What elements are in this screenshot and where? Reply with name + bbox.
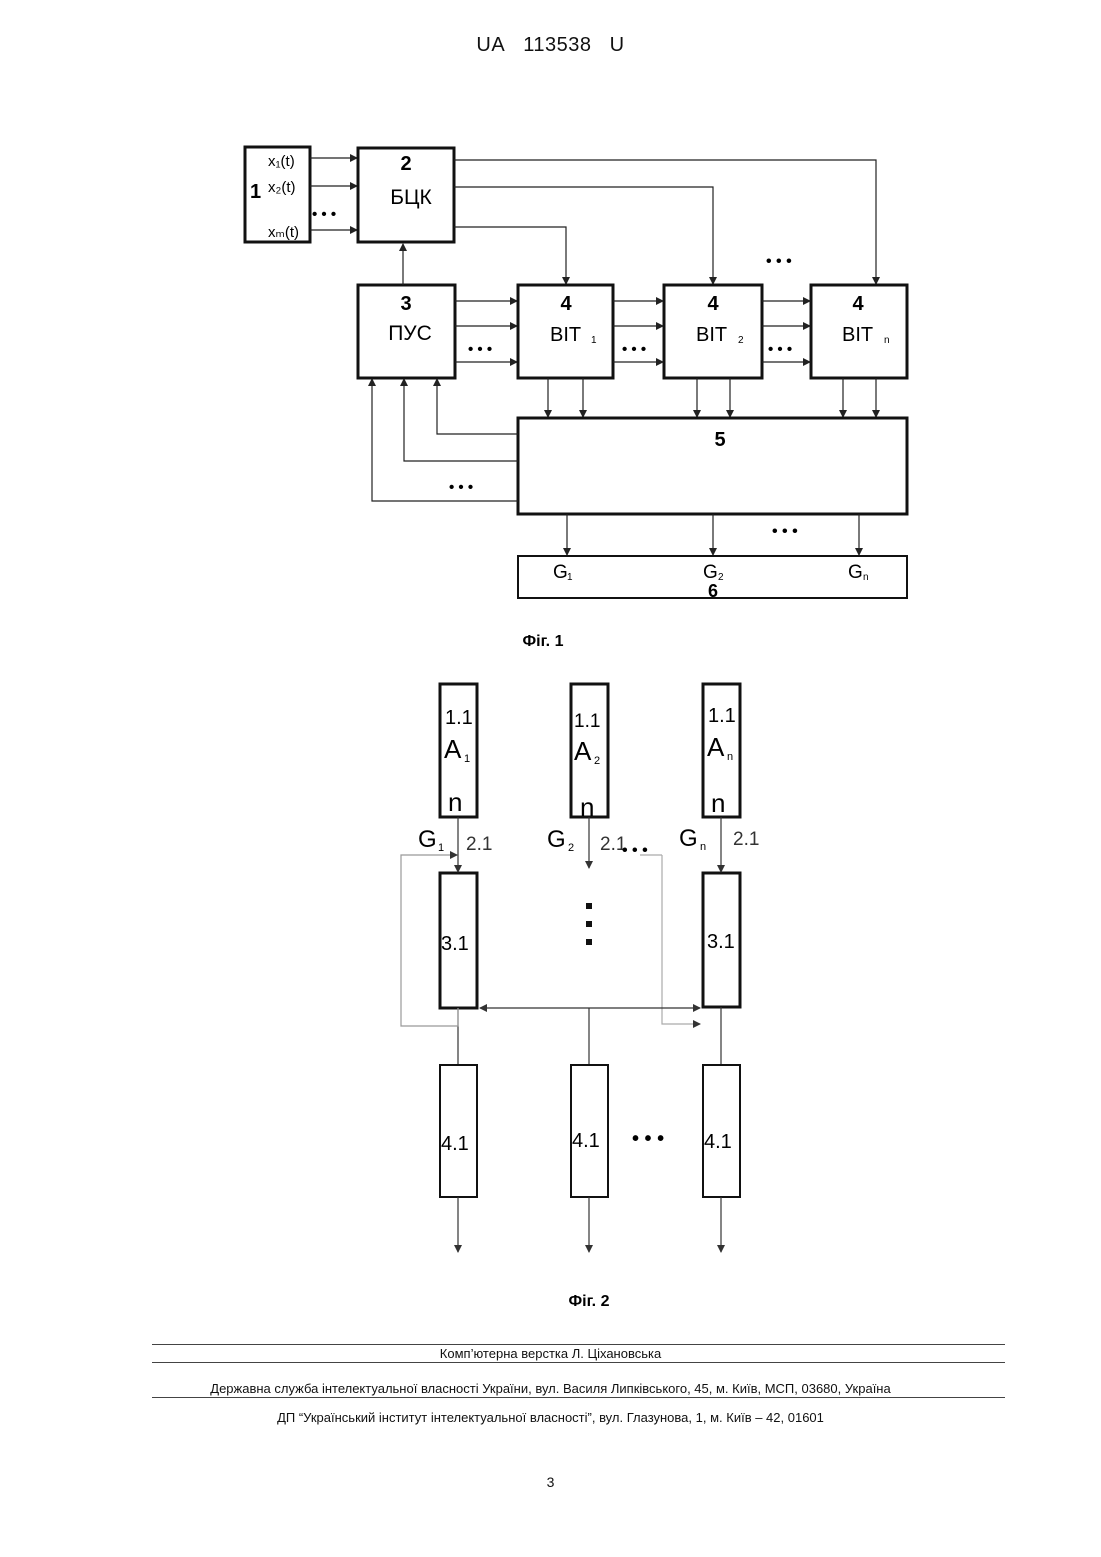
coln-a-sub: n [727,751,733,763]
vit-2-sub: 2 [738,335,744,346]
col1-mid-label: 3.1 [441,933,469,955]
block-2-label: БЦК [390,186,432,209]
col1-a-sub: 1 [464,753,470,765]
coln-a-label: A [707,732,725,762]
footer-rule-top [152,1344,1005,1345]
col1-a-label: A [444,734,462,764]
col2-a-sub: 2 [594,755,600,767]
col2-top-num: 1.1 [574,711,600,732]
col1-bottom-label: 4.1 [441,1133,469,1155]
col1-n: n [448,787,462,817]
footer-typesetter: Комп’ютерна верстка Л. Ціхановська [0,1346,1101,1361]
output-gn-sub: n [863,572,869,583]
figure-2-diagram: 1.1 A 1 n G 1 2.1 3.1 4.1 1.1 A 2 n G 2 … [0,660,1101,1320]
fig2-column-n: 1.1 A n n G n 2.1 3.1 4.1 [679,684,759,1197]
block-1: 1 x₁(t) x₂(t) • • • xₘ(t) [245,147,336,242]
input-x2-label: x₂(t) [268,179,295,196]
block-6-num: 6 [708,581,718,601]
output-g2-label: G [703,562,718,583]
col-link-ellipsis: • • • [622,842,648,859]
footer-agency: Державна служба інтелектуальної власност… [0,1381,1101,1396]
footer-institute: ДП “Український інститут інтелектуальної… [0,1410,1101,1425]
col2-bottom-label: 4.1 [572,1130,600,1152]
block-4-vit-n: 4 ВІТ n [811,285,907,378]
vit-n-sub: n [884,335,890,346]
block-2-num: 2 [400,153,411,175]
vit-n-num: 4 [852,293,864,315]
figure-1-diagram: 1 x₁(t) x₂(t) • • • xₘ(t) 2 БЦК • • • 3 … [0,0,1101,660]
coln-top-num: 1.1 [708,705,736,727]
output-g1-label: G [553,562,568,583]
block-2-bck: 2 БЦК [358,148,454,242]
block-1-ellipsis: • • • [312,206,336,223]
coln-g-label: G [679,825,698,852]
col1-link-num: 2.1 [466,834,492,855]
output-g2-sub: 2 [718,572,724,583]
block-5: 5 [518,418,907,514]
vit-1-sub: 1 [591,335,597,346]
block-3-num: 3 [400,293,411,315]
vertical-ellipsis [586,903,592,945]
block-5-num: 5 [714,429,725,451]
output-g1-sub: 1 [567,572,573,583]
input-xm-label: xₘ(t) [268,224,299,241]
block-6: G 1 G 2 G n 6 [518,556,907,601]
vit-1-num: 4 [560,293,572,315]
block-4-vit-2: 4 ВІТ 2 [664,285,762,378]
col1-g-sub: 1 [438,842,444,854]
coln-bottom-label: 4.1 [704,1131,732,1153]
col2-g-sub: 2 [568,842,574,854]
vit2-vitn-ellipsis: • • • [768,341,792,358]
footer-rule-bottom [152,1397,1005,1398]
coln-mid-label: 3.1 [707,931,735,953]
figure-2-caption: Фіг. 2 [569,1293,610,1310]
block-1-num: 1 [250,181,261,203]
vit1-vit2-ellipsis: • • • [622,341,646,358]
feedback-ellipsis: • • • [449,479,473,496]
vit-top-ellipsis: • • • [766,253,792,270]
output-gn-label: G [848,562,863,583]
block-4-vit-1: 4 ВІТ 1 [518,285,613,378]
block-3-label: ПУС [388,322,432,345]
block-3-pus: 3 ПУС [358,285,455,378]
col2-n: n [580,792,594,822]
vit-2-num: 4 [707,293,719,315]
pus-vit-ellipsis: • • • [468,341,492,358]
vit-1-label: ВІТ [550,324,581,346]
figure-1-caption: Фіг. 1 [523,633,564,650]
input-x1-label: x₁(t) [268,153,295,170]
fig2-column-1: 1.1 A 1 n G 1 2.1 3.1 4.1 [418,684,492,1197]
vit-2-label: ВІТ [696,324,727,346]
footer-rule-middle [152,1362,1005,1363]
page-number: 3 [0,1474,1101,1490]
coln-g-sub: n [700,841,706,853]
fig2-column-2: 1.1 A 2 n G 2 2.1 • • • 4.1 [547,684,648,1197]
coln-link-num: 2.1 [733,829,759,850]
outputs-ellipsis: • • • [772,523,798,540]
coln-n: n [711,788,725,818]
col2-g-label: G [547,826,566,853]
col1-g-label: G [418,826,437,853]
vit-n-label: ВІТ [842,324,873,346]
col2-a-label: A [574,736,592,766]
col1-top-num: 1.1 [445,707,473,729]
bottom-row-ellipsis: • • • [632,1128,664,1150]
